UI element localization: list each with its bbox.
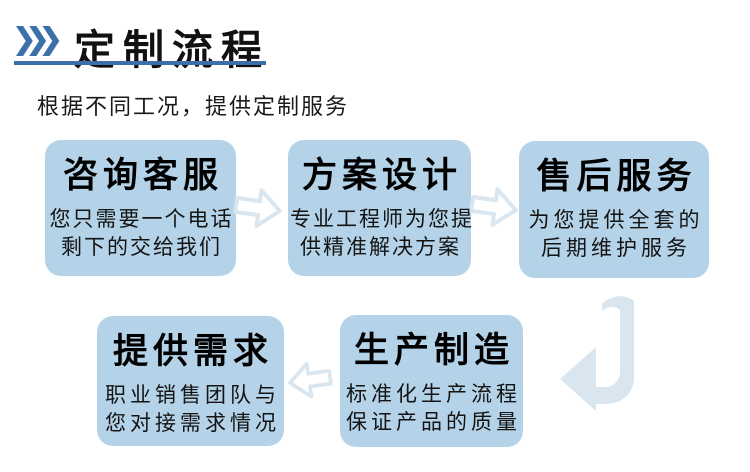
step-box-provide-requirements: 提供需求 职业销售团队与 您对接需求情况 (97, 316, 284, 446)
step-description: 职业销售团队与 您对接需求情况 (105, 383, 280, 435)
triple-chevron-icon (16, 25, 60, 57)
step-title: 生产制造 (353, 331, 514, 370)
arrow-right-icon (469, 187, 518, 227)
step-title: 方案设计 (301, 156, 462, 195)
page-title: 定制流程 (74, 27, 270, 73)
arrow-right-icon (233, 188, 282, 228)
arrow-down-left-ribbon-icon (560, 296, 634, 411)
step-description: 您只需要一个电话 剩下的交给我们 (49, 207, 234, 259)
step-description: 专业工程师为您提 供精准解决方案 (290, 207, 474, 259)
title-underline (14, 61, 266, 65)
step-title: 提供需求 (112, 332, 273, 371)
step-box-solution-design: 方案设计 专业工程师为您提 供精准解决方案 (288, 140, 474, 276)
step-box-consult-service: 咨询客服 您只需要一个电话 剩下的交给我们 (45, 140, 236, 276)
step-title: 咨询客服 (62, 156, 223, 195)
step-description: 标准化生产流程 保证产品的质量 (346, 382, 521, 434)
step-title: 售后服务 (536, 157, 697, 196)
step-description: 为您提供全套的 后期维护服务 (528, 208, 704, 260)
page-subtitle: 根据不同工况，提供定制服务 (37, 94, 350, 119)
step-box-after-sales: 售后服务 为您提供全套的 后期维护服务 (519, 141, 709, 278)
arrow-left-icon (288, 361, 333, 399)
step-box-production: 生产制造 标准化生产流程 保证产品的质量 (340, 315, 523, 447)
